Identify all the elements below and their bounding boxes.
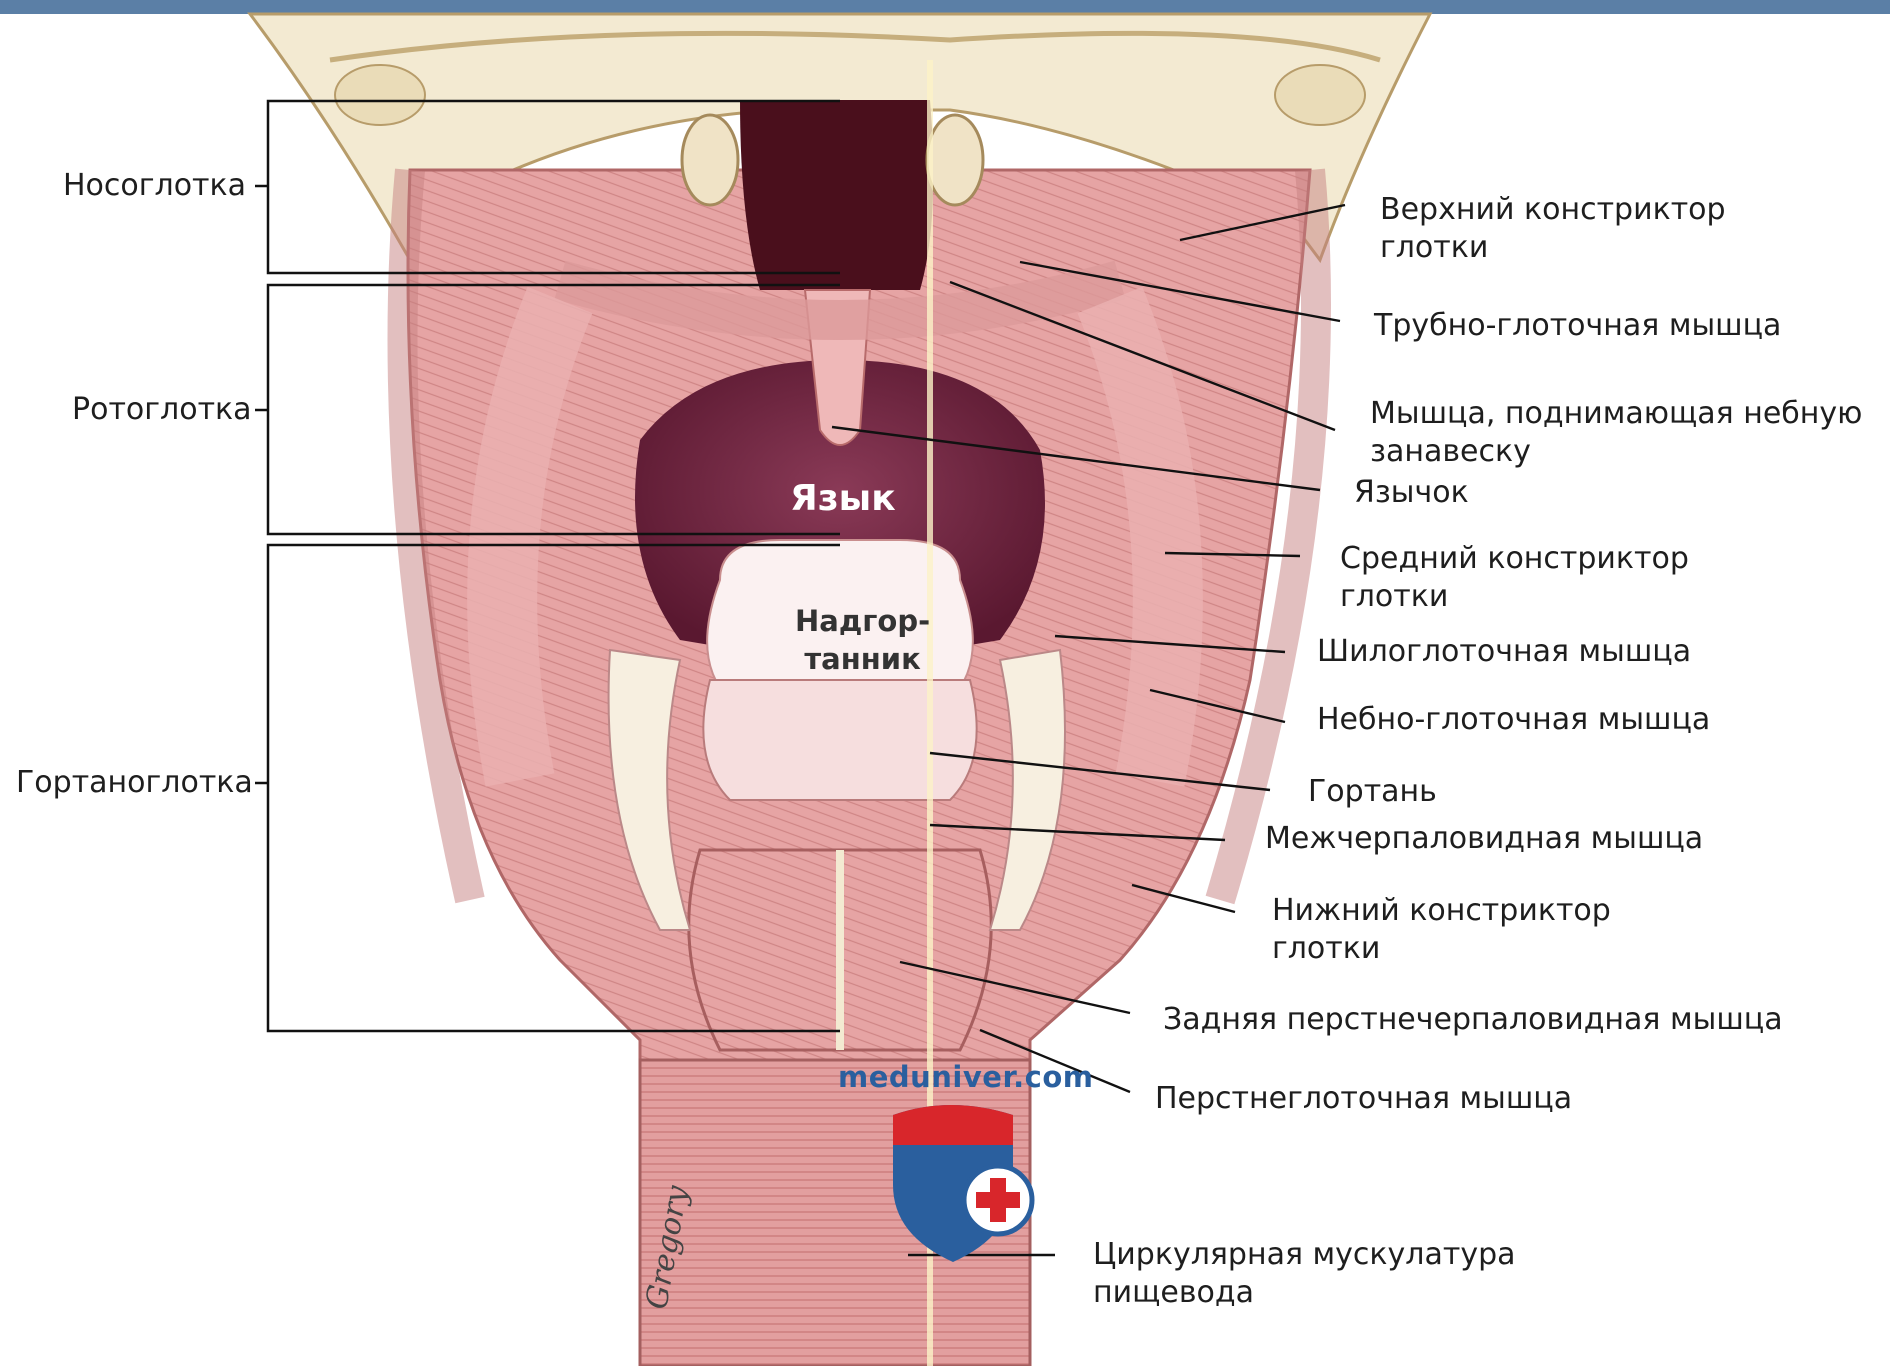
torus-left <box>682 115 738 205</box>
label-superior-constrictor: Верхний констриктор глотки <box>1380 191 1726 267</box>
label-cricopharyngeus: Перстнеглоточная мышца <box>1155 1080 1572 1118</box>
label-interarytenoid: Межчерпаловидная мышца <box>1265 820 1703 858</box>
label-tongue: Язык <box>790 478 896 519</box>
label-inferior-constrictor: Нижний констриктор глотки <box>1272 892 1611 968</box>
label-palatopharyngeus: Небно-глоточная мышца <box>1317 701 1710 739</box>
skull-foramen-left <box>335 65 425 125</box>
label-esophagus-circular: Циркулярная мускулатура пищевода <box>1093 1236 1516 1312</box>
larynx-inlet <box>703 680 976 800</box>
label-uvula: Язычок <box>1354 474 1469 512</box>
label-levator-veli-palatini: Мышца, поднимающая небную занавеску <box>1370 395 1862 471</box>
label-middle-constrictor: Средний констриктор глотки <box>1340 540 1689 616</box>
label-laryngopharynx: Гортаноглотка <box>16 764 253 802</box>
label-stylopharyngeus: Шилоглоточная мышца <box>1317 633 1691 671</box>
torus-right <box>927 115 983 205</box>
label-nasopharynx: Носоглотка <box>63 167 246 205</box>
choana-opening <box>740 100 933 290</box>
label-epiglottis: Надгор- танник <box>795 602 930 678</box>
watermark-text: meduniver.com <box>838 1060 1093 1094</box>
label-larynx: Гортань <box>1308 773 1437 811</box>
skull-foramen-right <box>1275 65 1365 125</box>
label-oropharynx: Ротоглотка <box>72 391 252 429</box>
label-salpingopharyngeus: Трубно-глоточная мышца <box>1374 307 1781 345</box>
label-posterior-cricoarytenoid: Задняя перстнечерпаловидная мышца <box>1163 1001 1783 1039</box>
